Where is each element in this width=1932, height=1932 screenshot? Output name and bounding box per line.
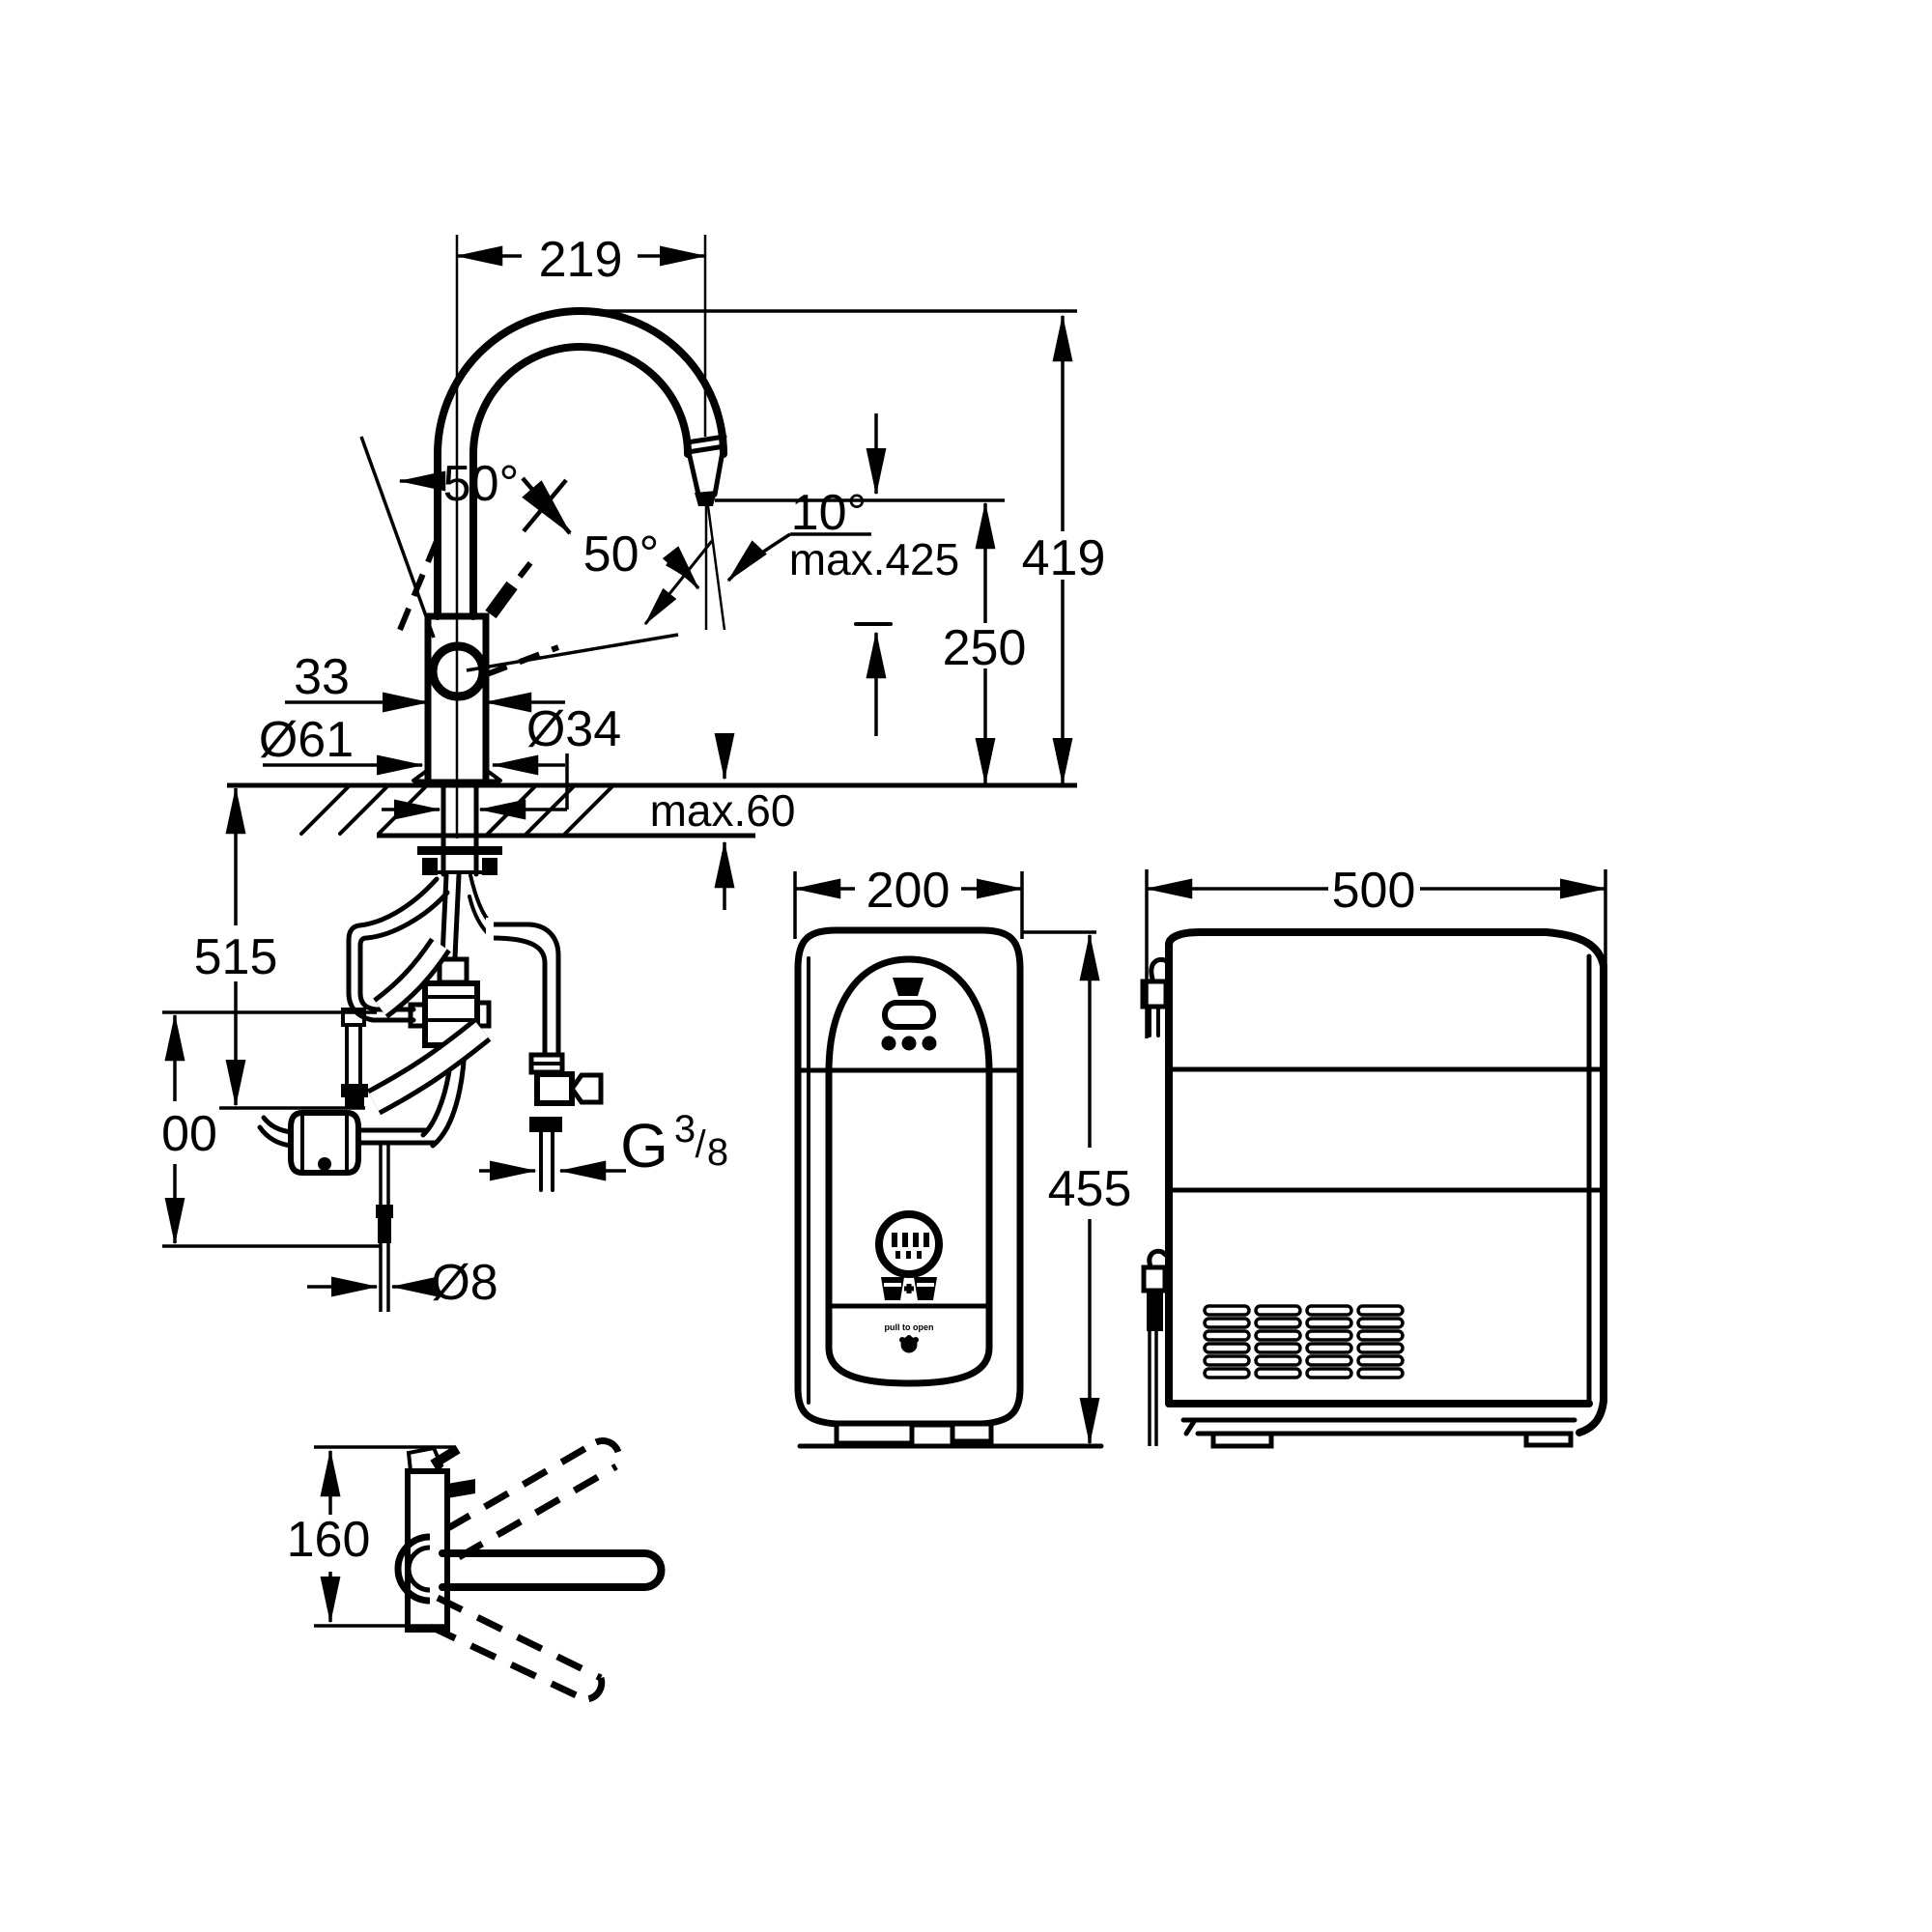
filtered-water-hose (376, 1145, 393, 1312)
dim-label-61: Ø61 (259, 712, 354, 768)
dim-label-00: 00 (161, 1106, 217, 1162)
thread-slash: / (695, 1123, 706, 1166)
handle-swing-lines (359, 436, 726, 677)
dim-shank-diameter: Ø34 (382, 701, 621, 820)
dim-label-419: 419 (1022, 530, 1106, 586)
chiller-front-view: pull to open 200 455 (793, 863, 1132, 1449)
filter-cartridge (257, 1110, 361, 1176)
led-dot-3 (922, 1036, 937, 1051)
dim-label-50deg-right: 50° (583, 526, 660, 582)
spout-position-lower-dashed (429, 1594, 606, 1703)
dim-spout-reach: 219 (455, 232, 707, 437)
button-icon (882, 1000, 936, 1030)
side-foot-left (1210, 1431, 1274, 1449)
dim-label-200: 200 (867, 863, 951, 919)
dim-swivel-right: 50° (583, 526, 700, 590)
front-foot-left (834, 1421, 915, 1446)
hose-connector (437, 956, 469, 985)
dim-body-width: 33 (285, 649, 565, 713)
side-foot-right (1523, 1431, 1574, 1448)
check-valve (341, 1008, 368, 1108)
led-dot-1 (881, 1036, 896, 1051)
swivel-ring-inner (406, 1545, 431, 1593)
glass-icon-right (914, 1277, 937, 1300)
dim-label-max425: max.425 (789, 534, 959, 584)
aerator-tip (695, 491, 717, 506)
dim-max-pullout: max.425 (789, 413, 959, 736)
countertop (227, 782, 1077, 838)
flap-label: pull to open (885, 1322, 934, 1332)
dim-label-455: 455 (1048, 1161, 1132, 1217)
touch-icon (899, 1335, 919, 1353)
dim-label-515: 515 (194, 929, 278, 985)
faucet-top-view: 160 (287, 1437, 666, 1703)
thread-letter: G (620, 1111, 668, 1180)
spout-position-upper-dashed (444, 1437, 623, 1561)
dim-base-diameter: Ø61 (259, 712, 565, 776)
dim-label-34: Ø34 (526, 701, 621, 757)
dim-outlet-height: 250 (943, 501, 1027, 785)
handle-lever (485, 581, 518, 619)
spout-position-solid (439, 1549, 666, 1591)
dim-outlet-tilt: 10° (726, 485, 871, 582)
thread-denominator: 8 (707, 1131, 728, 1174)
glass-icon-left (881, 1277, 904, 1300)
chiller-side-view: 500 (1140, 863, 1607, 1449)
dim-label-160: 160 (287, 1512, 371, 1568)
dim-hose-clearance: 00 (161, 1010, 381, 1248)
dim-label-500: 500 (1332, 863, 1416, 919)
thread-numerator: 3 (674, 1108, 696, 1151)
dim-spout-height: 419 (1022, 314, 1106, 785)
dim-label-o8: Ø8 (431, 1255, 497, 1311)
dim-hose-diameter: Ø8 (307, 1255, 498, 1311)
under-sink-assembly: 515 00 Ø8 G 3 / 8 (161, 786, 728, 1312)
front-foot-right (950, 1421, 994, 1444)
lever-pivot-hole (428, 641, 488, 701)
top-view-lever (447, 1479, 475, 1498)
dim-label-250: 250 (943, 620, 1027, 676)
front-inner-shell (825, 955, 993, 1387)
dim-label-max60: max.60 (650, 785, 796, 836)
plus-icon (904, 1284, 914, 1293)
dim-top-depth: 160 (287, 1445, 454, 1628)
dim-label-219: 219 (539, 232, 623, 288)
filter-circle-icon (875, 1210, 943, 1278)
swivel-ring-outer (394, 1533, 431, 1605)
dim-side-width: 500 (1145, 863, 1607, 1038)
dim-front-width: 200 (793, 863, 1024, 939)
vent-grille (1203, 1304, 1405, 1379)
filter-badge (875, 1210, 943, 1300)
dim-label-50deg-left: 50° (443, 456, 520, 512)
supply-line-angle-valve (486, 918, 604, 1192)
dim-deck-thickness: max.60 (650, 732, 796, 910)
dim-supply-thread: G 3 / 8 (479, 1108, 728, 1181)
faucet-side-view: 219 419 250 max.425 10° (161, 232, 1105, 1312)
dim-swivel-left: 50° (398, 456, 520, 512)
power-cable (1141, 1248, 1170, 1446)
control-panel-icons (881, 978, 937, 1051)
led-dot-2 (901, 1036, 917, 1051)
valve-handle (568, 1072, 604, 1105)
dim-below-deck: 515 (194, 786, 365, 1110)
dim-label-10deg: 10° (791, 485, 867, 541)
pullout-hose-ribbon (366, 937, 492, 1116)
dim-label-33: 33 (294, 649, 350, 705)
dim-front-height: 455 (1022, 930, 1132, 1445)
side-housing-outline (1165, 928, 1607, 1449)
cup-icon (893, 978, 923, 996)
